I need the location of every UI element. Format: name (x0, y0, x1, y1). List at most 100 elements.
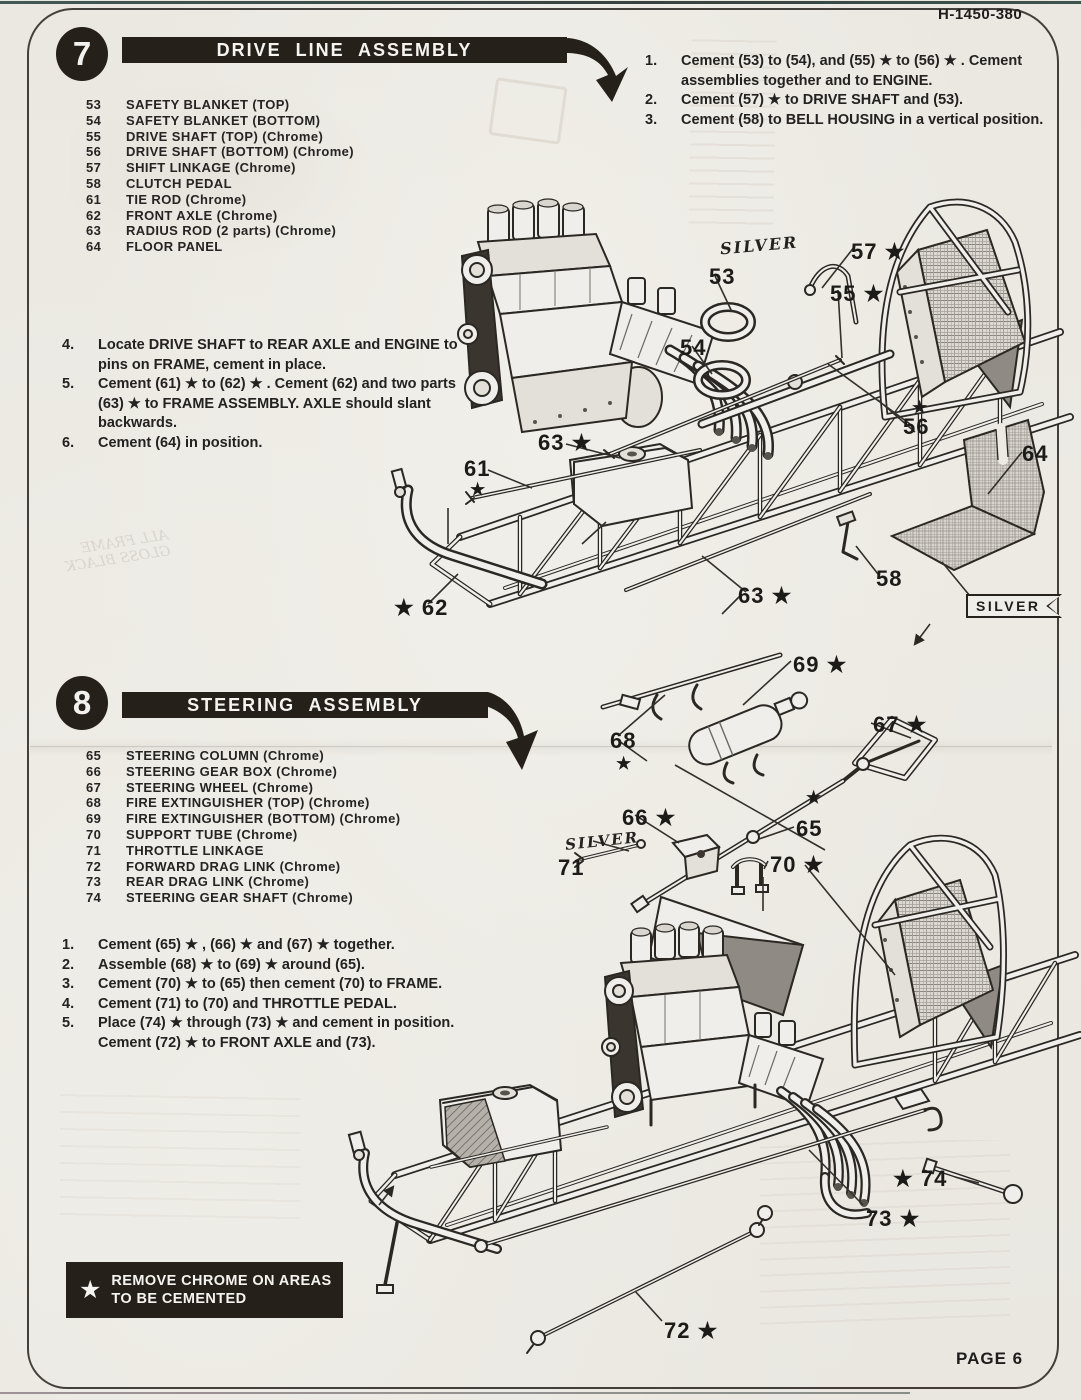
callout-70: 70 ★ (770, 852, 825, 877)
fire-extinguisher-top (600, 652, 783, 721)
part-number: 62 (86, 207, 102, 223)
instruction-item: 2. Cement (57) ★ to DRIVE SHAFT and (53)… (645, 91, 1065, 111)
steering-wheel (841, 716, 938, 783)
callout-73: 73 ★ (866, 1206, 921, 1231)
instruction-item: 6. Cement (64) in position. (62, 434, 460, 454)
steering-assembly-diagram (347, 652, 1081, 1354)
silver-flag-label: SILVER (968, 596, 1060, 616)
floor-panel (889, 418, 1046, 572)
part-number: 56 (86, 144, 102, 160)
radius-rods (603, 355, 872, 592)
callout-63-bottom: 63 ★ (738, 583, 793, 608)
instruction-item: 1. Cement (53) to (54), and (55) ★ to (5… (645, 52, 1065, 91)
part-number: 55 (86, 128, 102, 144)
parts-list-row: 55 DRIVE SHAFT (TOP) (Chrome) (86, 129, 446, 145)
part-name: STEERING GEAR SHAFT (Chrome) (126, 890, 354, 906)
leader-lines (427, 245, 1023, 644)
part-name: STEERING GEAR BOX (Chrome) (126, 763, 338, 779)
step7-banner-arrow-icon (560, 38, 628, 102)
part-name: DRIVE SHAFT (BOTTOM) (Chrome) (126, 144, 355, 160)
step8-parts-list: 65 STEERING COLUMN (Chrome) 66 STEERING … (86, 748, 466, 906)
step8-instructions: 1. Cement (65) ★ , (66) ★ and (67) ★ tog… (62, 936, 510, 1053)
instruction-text: Cement (58) to BELL HOUSING in a vertica… (681, 111, 1044, 128)
engine (601, 921, 872, 1220)
callout-56-star: ★ (912, 398, 928, 417)
callout-56: 56 (903, 414, 930, 439)
part-number: 71 (86, 842, 102, 858)
callout-61: 61 (464, 456, 491, 481)
part-name: DRIVE SHAFT (TOP) (Chrome) (126, 128, 324, 144)
callout-58: 58 (876, 566, 903, 591)
part-name: RADIUS ROD (2 parts) (Chrome) (126, 223, 337, 239)
part-name: SUPPORT TUBE (Chrome) (126, 826, 298, 842)
callout-72: 72 ★ (664, 1318, 719, 1343)
part-number: 58 (86, 175, 102, 191)
instruction-text: Cement (61) ★ to (62) ★ . Cement (62) an… (98, 376, 456, 431)
instruction-number: 1. (62, 937, 75, 953)
document-code: H-1450-380 (938, 6, 1023, 23)
drive-line-assembly-diagram (390, 198, 1074, 670)
parts-list-row: 53 SAFETY BLANKET (TOP) (86, 97, 446, 113)
tie-rod (429, 1125, 609, 1169)
callout-54: 54 (680, 335, 707, 360)
part-name: STEERING WHEEL (Chrome) (126, 779, 314, 795)
instruction-text: Locate DRIVE SHAFT to REAR AXLE and ENGI… (98, 337, 458, 373)
throttle-linkage (574, 839, 646, 868)
safety-blankets (693, 302, 756, 400)
instruction-text: Cement (57) ★ to DRIVE SHAFT and (53). (681, 92, 964, 108)
part-name: THROTTLE LINKAGE (126, 842, 264, 858)
chrome-note-line1: REMOVE CHROME ON AREAS (111, 1273, 332, 1289)
part-name: FIRE EXTINGUISHER (BOTTOM) (Chrome) (126, 811, 401, 827)
parts-list-row: 62 FRONT AXLE (Chrome) (86, 208, 446, 224)
fold-crease-shadow (30, 738, 1052, 756)
parts-list-row: 72 FORWARD DRAG LINK (Chrome) (86, 859, 466, 875)
part-name: SHIFT LINKAGE (Chrome) (126, 160, 296, 176)
parts-list-row: 57 SHIFT LINKAGE (Chrome) (86, 160, 446, 176)
blower-belt (603, 969, 645, 1119)
part-number: 61 (86, 191, 102, 207)
star-icon: ★ (79, 1276, 102, 1304)
part-number: 57 (86, 160, 102, 176)
instruction-number: 4. (62, 995, 75, 1012)
page-number: PAGE 6 (956, 1349, 1024, 1368)
parts-list-row: 71 THROTTLE LINKAGE (86, 843, 466, 859)
instruction-item: 5. Place (74) ★ through (73) ★ and cemen… (62, 1014, 510, 1053)
step7-parts-list: 53 SAFETY BLANKET (TOP) 54 SAFETY BLANKE… (86, 97, 446, 255)
parts-list-row: 67 STEERING WHEEL (Chrome) (86, 780, 466, 796)
callout-74: ★ 74 (893, 1166, 948, 1191)
part-name: REAR DRAG LINK (Chrome) (126, 874, 310, 890)
instruction-number: 3. (645, 111, 658, 128)
parts-list-row: 68 FIRE EXTINGUISHER (TOP) (Chrome) (86, 795, 466, 811)
callout-68: 68 (610, 728, 637, 753)
support-tube (731, 857, 769, 895)
steering-gear-shaft (893, 1087, 1023, 1204)
callout-66: 66 ★ (622, 805, 677, 830)
instruction-text: Assemble (68) ★ to (69) ★ around (65). (98, 956, 365, 973)
parts-list-row: 58 CLUTCH PEDAL (86, 176, 446, 192)
part-number: 53 (86, 97, 102, 112)
fold-crease (30, 746, 1052, 748)
scan-edge-top (0, 1, 1081, 4)
parts-list-row: 65 STEERING COLUMN (Chrome) (86, 748, 466, 764)
callout-65: 65 (796, 816, 823, 841)
instruction-number: 3. (62, 976, 75, 992)
front-axle (347, 1130, 502, 1294)
instruction-number: 4. (62, 337, 75, 353)
part-number: 54 (86, 112, 102, 128)
silver-flag: SILVER (966, 594, 1062, 618)
step8-banner-arrow-icon (480, 692, 538, 770)
callout-63-top: 63 ★ (538, 430, 593, 455)
instruction-number: 2. (645, 92, 658, 108)
tie-rod (465, 448, 702, 505)
front-axle (390, 467, 548, 590)
injector-stacks (487, 198, 585, 245)
step7-instructions-left: 4. Locate DRIVE SHAFT to REAR AXLE and E… (62, 336, 460, 453)
instruction-item: 4. Locate DRIVE SHAFT to REAR AXLE and E… (62, 336, 460, 375)
scan-edge-bottom (0, 1392, 910, 1394)
step7-instructions-right: 1. Cement (53) to (54), and (55) ★ to (5… (645, 52, 1065, 130)
callout-68-star: ★ (616, 754, 632, 773)
chrome-note-text: REMOVE CHROME ON AREAS TO BE CEMENTED (111, 1272, 331, 1308)
part-number: 74 (86, 890, 102, 906)
roll-cage-seat (850, 834, 1007, 1069)
part-name: FLOOR PANEL (126, 239, 223, 255)
